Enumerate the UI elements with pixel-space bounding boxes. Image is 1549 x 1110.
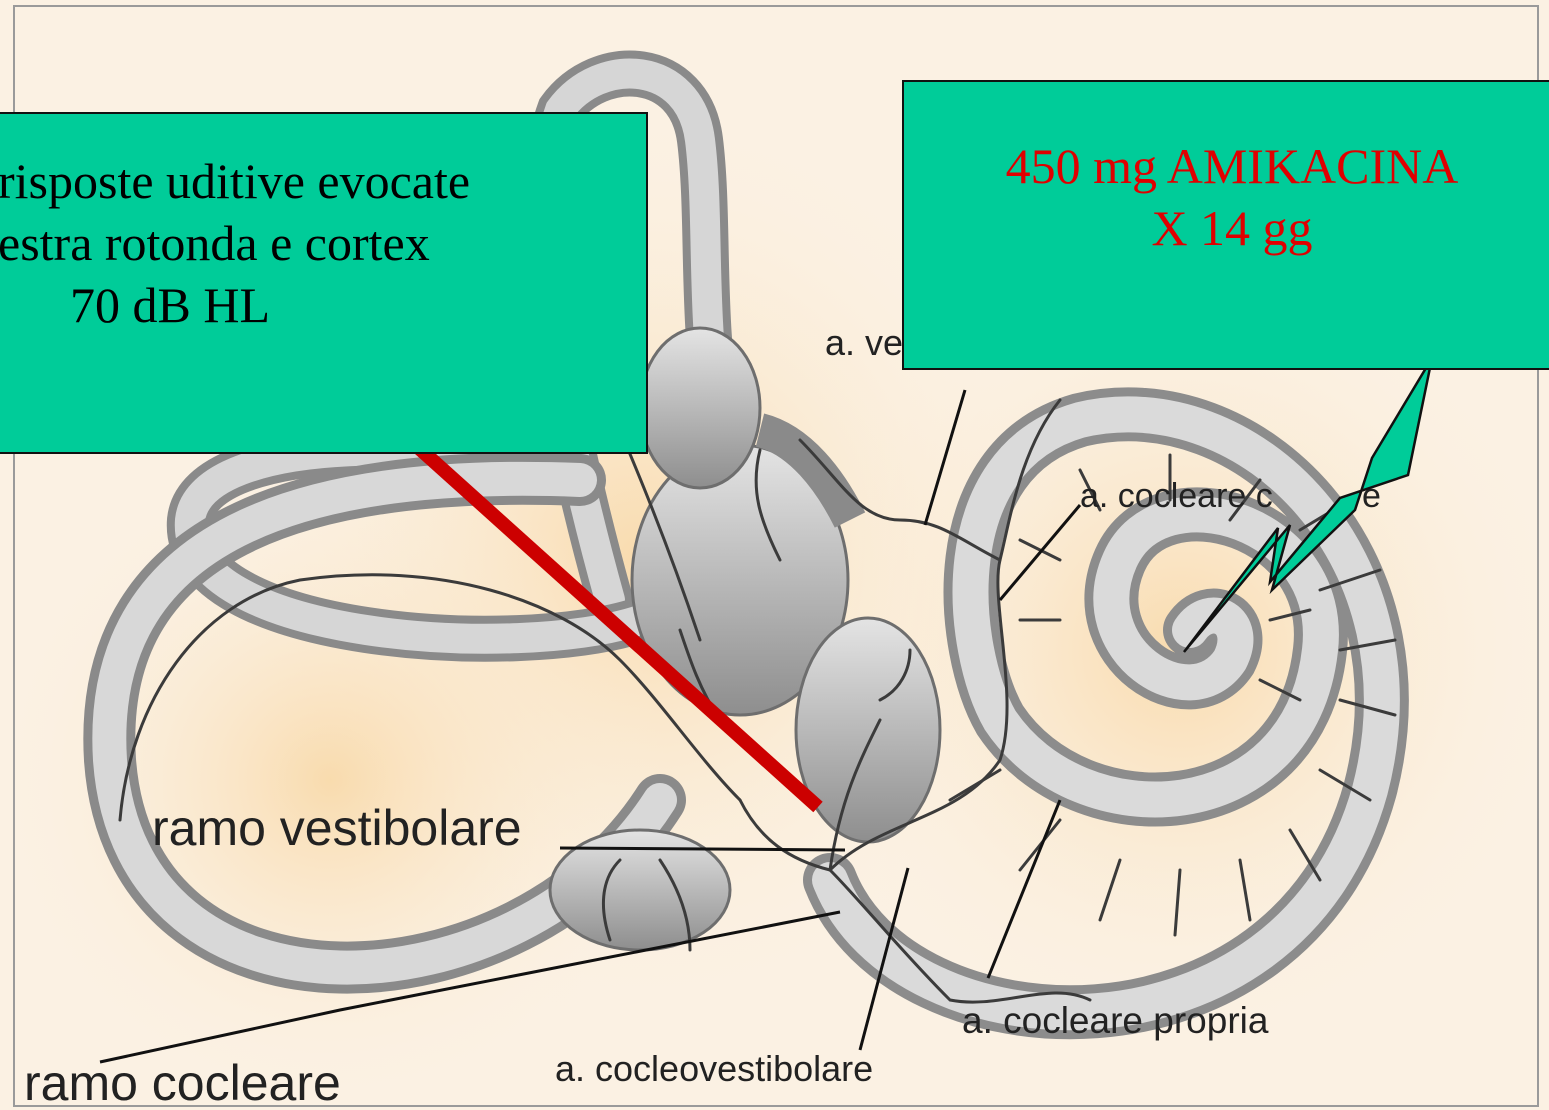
label-a-cocleare-propria: a. cocleare propria [962,1000,1269,1041]
label-ramo-cocleare: ramo cocleare [24,1055,341,1110]
callout-amikacina-dose: 450 mg AMIKACINA X 14 gg [902,80,1549,370]
callout-left-line3: 70 dB HL [0,274,646,336]
label-ramo-vestibolare: ramo vestibolare [152,800,522,856]
label-a-cocleare-comune: a. cocleare c [1080,477,1273,515]
callout-right-line2: X 14 gg [904,197,1549,259]
callout-evoked-responses: risposte uditive evocate estra rotonda e… [0,112,648,454]
label-a-cocleovestibolare: a. cocleovestibolare [555,1048,873,1089]
callout-right-line1: 450 mg AMIKACINA [904,135,1549,197]
callout-left-line2: estra rotonda e cortex [0,212,646,274]
leader-ramo-vestibolare [560,848,845,850]
callout-left-line1: risposte uditive evocate [0,150,646,212]
label-a-ve: a. ve [825,322,903,363]
